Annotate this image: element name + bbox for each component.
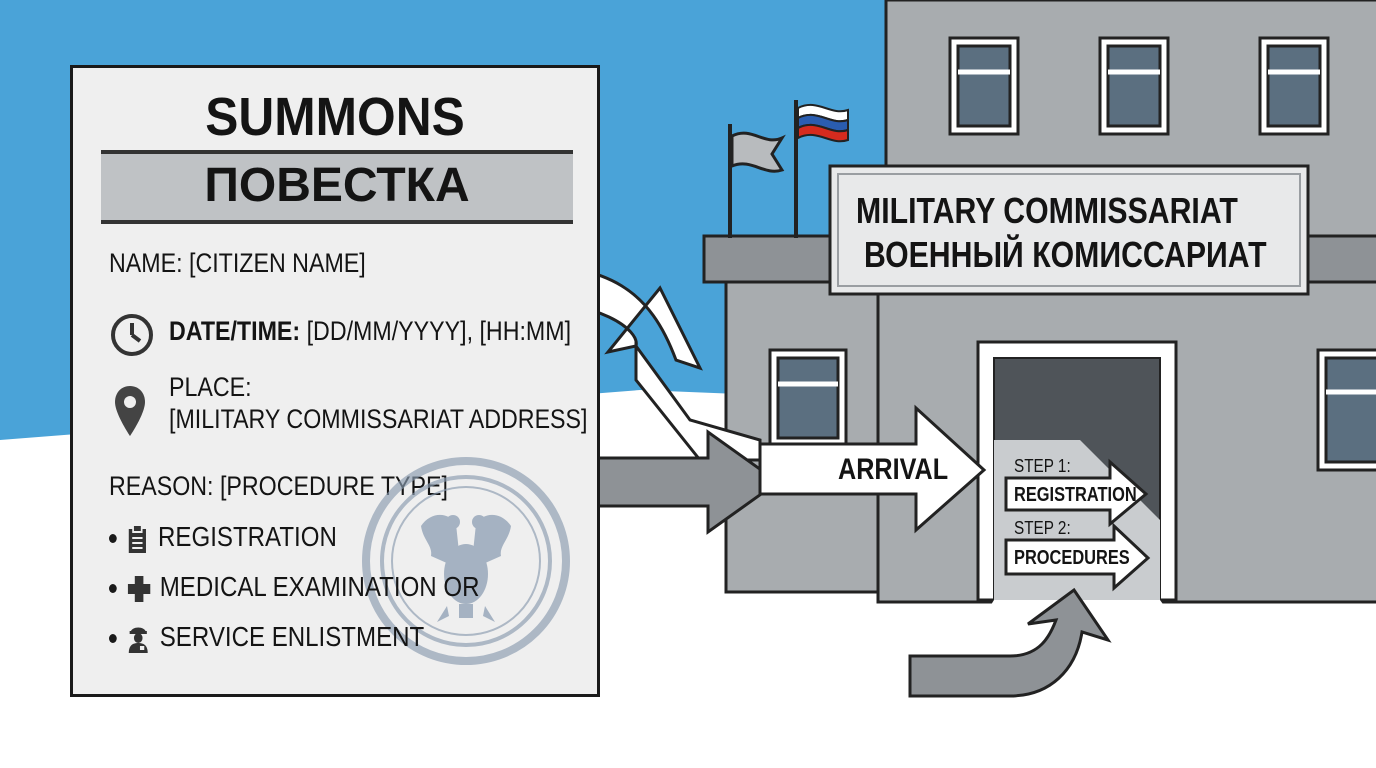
summons-card: SUMMONS ПОВЕСТКА NAME: [CITIZEN NAME] DA…: [70, 65, 600, 697]
name-field: NAME: [CITIZEN NAME]: [109, 248, 366, 279]
step2-label: STEP 2:: [1014, 518, 1071, 538]
russian-flag: [797, 103, 849, 143]
bullet-dot: [109, 634, 117, 644]
card-subtitle-bar: ПОВЕСТКА: [101, 150, 573, 224]
right-wing-window: [1316, 348, 1376, 472]
arrival-arrow: [758, 404, 987, 534]
card-title: SUMMONS: [205, 87, 465, 147]
tower-windows: [948, 36, 1330, 136]
clock-icon: [111, 314, 153, 356]
location-pin-icon: [115, 386, 145, 436]
sign-line-english: MILITARY COMMISSARIAT: [856, 190, 1238, 231]
clipboard-icon: [128, 523, 146, 553]
datetime-field: DATE/TIME: [DD/MM/YYYY], [HH:MM]: [169, 316, 571, 347]
double-headed-eagle-emblem: [421, 514, 511, 622]
option-label: MEDICAL EXAMINATION OR: [159, 571, 480, 602]
curved-arrow-into-door: [908, 587, 1112, 698]
step2-value: PROCEDURES: [1014, 547, 1130, 569]
commissariat-sign-board: [828, 164, 1310, 296]
name-line: NAME: [CITIZEN NAME]: [109, 248, 366, 278]
arrival-label: ARRIVAL: [838, 453, 949, 486]
step2-arrow: [1004, 522, 1151, 592]
datetime-value: [DD/MM/YYYY], [HH:MM]: [306, 316, 572, 346]
medical-cross-icon: [127, 575, 151, 602]
option-label: REGISTRATION: [158, 521, 337, 552]
step1-arrow: [1004, 458, 1149, 528]
option-service-enlistment: SERVICE ENLISTMENT: [109, 621, 424, 654]
place-value: [MILITARY COMMISSARIAT ADDRESS]: [169, 404, 588, 434]
sign-line-russian: ВОЕННЫЙ КОМИССАРИАТ: [864, 234, 1267, 275]
official-stamp: [362, 457, 570, 665]
entrance-path: [890, 600, 1280, 768]
soldier-icon: [128, 627, 148, 653]
step1-label: STEP 1:: [1014, 456, 1071, 476]
card-subtitle: ПОВЕСТКА: [204, 159, 470, 212]
bullet-dot: [109, 534, 117, 544]
flags: [728, 100, 849, 238]
bullet-dot: [109, 584, 117, 594]
option-label: SERVICE ENLISTMENT: [159, 621, 425, 652]
left-wing-window: [768, 348, 848, 448]
option-registration: REGISTRATION: [109, 521, 337, 554]
place-label: PLACE:: [169, 372, 252, 402]
step1-value: REGISTRATION: [1014, 484, 1137, 506]
grey-arrow-from-card: [580, 429, 781, 535]
option-medical-examination: MEDICAL EXAMINATION OR: [109, 571, 480, 603]
datetime-label: DATE/TIME:: [169, 316, 301, 346]
